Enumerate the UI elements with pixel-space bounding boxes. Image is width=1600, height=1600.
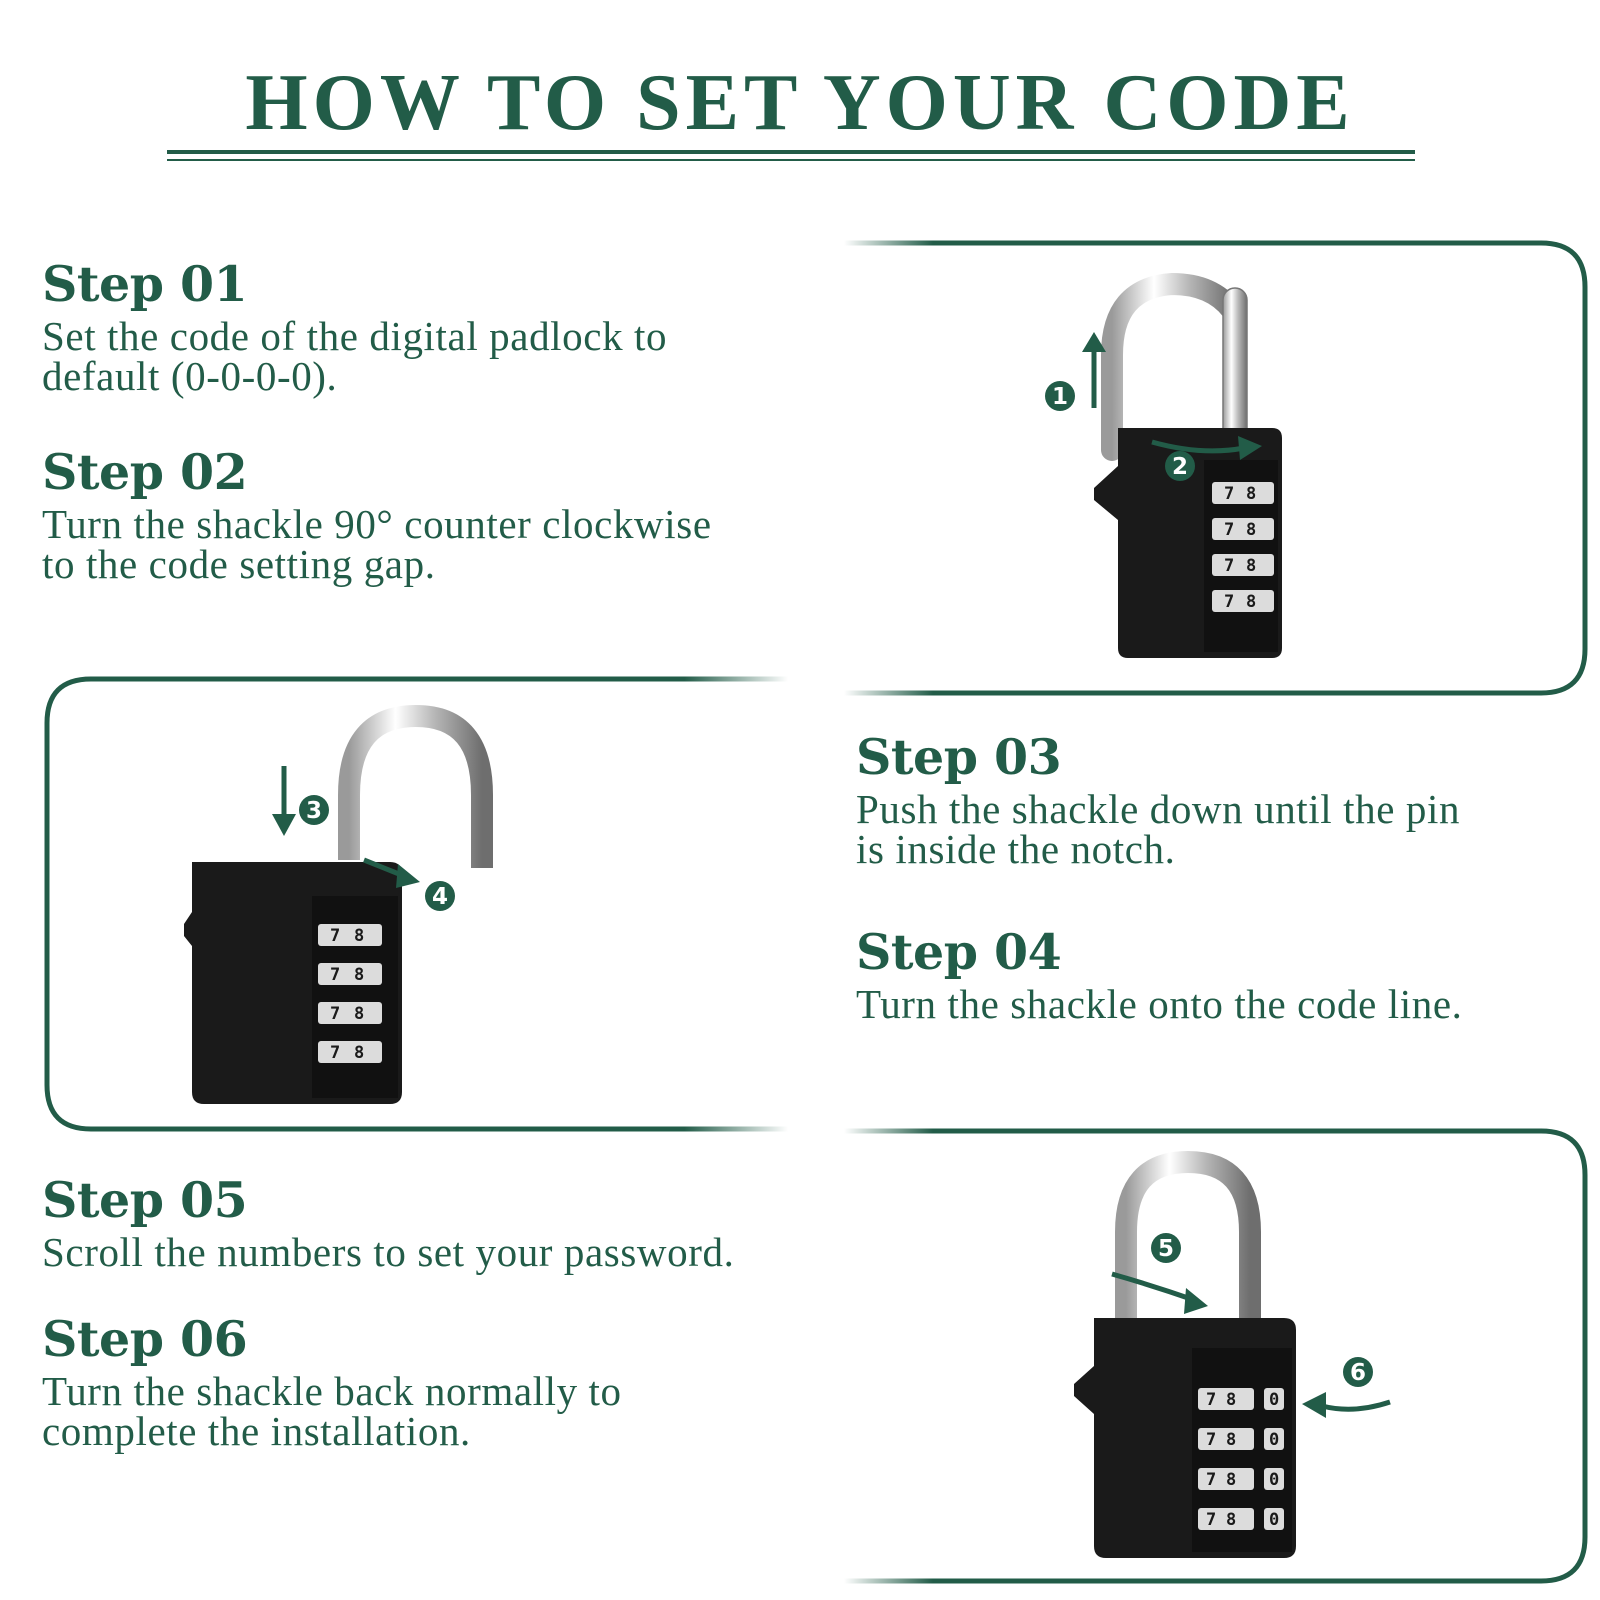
svg-text:8: 8 [1226,1390,1236,1410]
step-heading: Step 04 [856,923,1062,981]
svg-text:8: 8 [1246,556,1256,576]
svg-text:7: 7 [330,926,340,946]
svg-text:6: 6 [1350,1360,1366,1386]
step-03: Step 03 Push the shackle down until the … [856,728,1461,873]
step-text-line: complete the installation. [42,1408,471,1455]
svg-text:8: 8 [354,926,364,946]
svg-text:7: 7 [330,965,340,985]
panel-frame [844,240,1588,696]
svg-text:1: 1 [1052,384,1068,410]
step-heading: Step 06 [42,1310,248,1368]
svg-text:0: 0 [1269,1510,1279,1530]
arrow-right-icon [363,857,420,888]
svg-text:8: 8 [1226,1430,1236,1450]
svg-text:7: 7 [1206,1430,1216,1450]
marker-6: 6 [1343,1357,1373,1387]
svg-text:7: 7 [1224,556,1234,576]
svg-text:8: 8 [1246,484,1256,504]
marker-5: 5 [1151,1233,1181,1263]
padlock-open-icon: 7 8 7 8 7 8 7 8 3 4 [184,704,493,1104]
step-heading: Step 05 [42,1171,248,1229]
svg-text:7: 7 [330,1043,340,1063]
svg-text:8: 8 [1246,592,1256,612]
panel-frame [844,1128,1588,1584]
step-text-line: Set the code of the digital padlock to [42,313,668,360]
step-heading: Step 02 [42,443,248,501]
page-title: HOW TO SET YOUR CODE [245,59,1355,147]
svg-text:7: 7 [1206,1470,1216,1490]
dial-rows: 7 8 7 8 7 8 7 8 [318,924,382,1063]
arrow-down-icon [272,766,296,836]
step-05: Step 05 Scroll the numbers to set your p… [42,1171,735,1276]
svg-text:8: 8 [354,1043,364,1063]
arrow-right-icon [1111,1271,1208,1314]
svg-text:7: 7 [1224,592,1234,612]
svg-text:8: 8 [354,1004,364,1024]
marker-3: 3 [299,795,329,825]
svg-text:7: 7 [1206,1390,1216,1410]
step-06: Step 06 Turn the shackle back normally t… [42,1310,622,1455]
dial-rows: 7 8 0 7 8 0 7 8 0 7 8 0 [1198,1388,1284,1530]
step-02: Step 02 Turn the shackle 90° counter clo… [42,443,712,588]
svg-text:5: 5 [1158,1236,1174,1262]
step-text-line: default (0-0-0-0). [42,353,338,400]
step-heading: Step 03 [856,728,1062,786]
svg-text:8: 8 [1226,1470,1236,1490]
svg-text:8: 8 [1226,1510,1236,1530]
svg-text:4: 4 [432,884,448,910]
svg-text:8: 8 [354,965,364,985]
title-underline-thin [167,159,1415,161]
arrow-right-icon [1151,436,1262,460]
title-underline [167,150,1415,154]
step-text-line: Push the shackle down until the pin [856,786,1461,833]
dial-rows: 7 8 7 8 7 8 7 8 [1212,482,1274,612]
svg-text:0: 0 [1269,1430,1279,1450]
step-text: Scroll the numbers to set your password. [42,1229,735,1276]
padlock-icon: 7 8 0 7 8 0 7 8 0 7 8 0 5 [1074,1150,1391,1558]
step-text-line: Turn the shackle onto the code line. [856,981,1463,1028]
step-04: Step 04 Turn the shackle onto the code l… [856,923,1463,1028]
svg-text:2: 2 [1172,454,1188,480]
svg-text:7: 7 [330,1004,340,1024]
marker-4: 4 [425,881,455,911]
step-text: Turn the shackle onto the code line. [856,981,1463,1028]
illustration-panel-2: 7 8 7 8 7 8 7 8 3 4 [44,676,788,1132]
arrow-up-icon [1082,332,1106,408]
marker-1: 1 [1045,381,1075,411]
svg-text:7: 7 [1224,520,1234,540]
step-01: Step 01 Set the code of the digital padl… [42,255,668,400]
step-text: Turn the shackle 90° counter clockwise t… [42,501,712,588]
step-text-line: Turn the shackle back normally to [42,1368,622,1415]
svg-text:7: 7 [1206,1510,1216,1530]
step-text-line: Scroll the numbers to set your password. [42,1229,735,1276]
arrow-left-icon [1302,1392,1391,1418]
panel-frame [44,676,788,1132]
step-text: Push the shackle down until the pin is i… [856,786,1461,873]
svg-text:3: 3 [306,798,322,824]
step-heading: Step 01 [42,255,248,313]
step-text-line: is inside the notch. [856,826,1176,873]
svg-text:0: 0 [1269,1470,1279,1490]
padlock-icon: 7 8 7 8 7 8 7 8 1 2 [1045,272,1282,658]
svg-text:8: 8 [1246,520,1256,540]
illustration-panel-3: 7 8 0 7 8 0 7 8 0 7 8 0 5 [844,1128,1588,1584]
marker-2: 2 [1165,451,1195,481]
step-text: Turn the shackle back normally to comple… [42,1368,622,1455]
step-text-line: to the code setting gap. [42,541,436,588]
svg-text:0: 0 [1269,1390,1279,1410]
step-text-line: Turn the shackle 90° counter clockwise [42,501,712,548]
step-text: Set the code of the digital padlock to d… [42,313,668,400]
illustration-panel-1: 7 8 7 8 7 8 7 8 1 2 [844,240,1588,696]
svg-text:7: 7 [1224,484,1234,504]
